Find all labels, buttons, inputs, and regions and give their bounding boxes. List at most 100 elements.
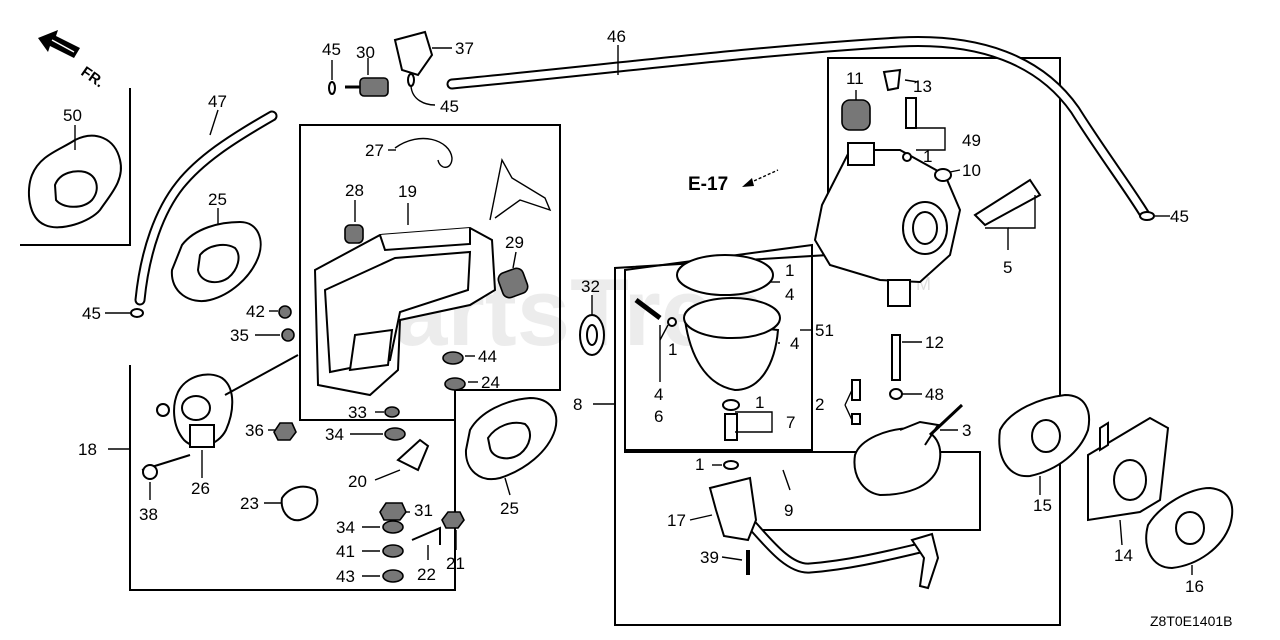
callout-23: 23 [240, 494, 259, 513]
callout-3: 3 [962, 421, 971, 440]
callout-1: 1 [923, 147, 932, 166]
callout-2: 2 [815, 395, 824, 414]
clips-45 [130, 73, 1155, 318]
callout-14: 14 [1114, 546, 1133, 565]
drain-tube-9 [746, 519, 940, 590]
o-ring-1-jet [667, 317, 677, 327]
callout-12: 12 [925, 333, 944, 352]
callout-1: 1 [755, 393, 764, 412]
o-ring-1-top [902, 152, 912, 162]
float-chamber-frame [624, 243, 813, 451]
callout-8: 8 [573, 395, 582, 414]
callout-labels: 45 30 37 45 46 47 50 25 45 27 28 19 29 3… [63, 27, 1204, 596]
callout-49: 49 [962, 131, 981, 150]
callout-34: 34 [336, 518, 355, 537]
washer-24 [444, 377, 466, 391]
fuel-cock-26 [156, 354, 299, 448]
callout-24: 24 [481, 373, 500, 392]
needle-2 [851, 379, 861, 401]
callout-39: 39 [700, 548, 719, 567]
cap-11 [841, 99, 871, 131]
gasket-25-mid [464, 396, 558, 481]
nut-21 [441, 511, 465, 529]
screws-and-jets [634, 68, 1042, 575]
callout-18: 18 [78, 440, 97, 459]
reference-label-e17: E-17 [688, 174, 728, 195]
screw-10 [934, 168, 952, 182]
insulator-14 [1087, 416, 1170, 522]
gasket-15 [998, 393, 1090, 478]
callout-45: 45 [82, 304, 101, 323]
callout-36: 36 [245, 421, 264, 440]
washer-44 [442, 351, 464, 365]
callout-47: 47 [208, 92, 227, 111]
callout-26: 26 [191, 479, 210, 498]
callout-45: 45 [440, 97, 459, 116]
callout-10: 10 [962, 161, 981, 180]
callout-48: 48 [925, 385, 944, 404]
fuel-tube-46 [446, 36, 1151, 221]
fuel-tube-47 [134, 110, 278, 306]
callout-45: 45 [1170, 207, 1189, 226]
callout-16: 16 [1185, 577, 1204, 596]
grommet-28 [344, 224, 364, 244]
float-chamber-4 [676, 254, 781, 392]
callout-21: 21 [446, 554, 465, 573]
washer-1 [723, 460, 739, 470]
callout-51: 51 [815, 321, 834, 340]
callout-29: 29 [505, 233, 524, 252]
callout-35: 35 [230, 326, 249, 345]
drawing-code: Z8T0E1401B [1150, 613, 1233, 629]
spring-22 [411, 526, 441, 545]
nut-31 [379, 502, 407, 521]
callout-43: 43 [336, 567, 355, 586]
float-3 [853, 403, 964, 497]
callout-15: 15 [1033, 496, 1052, 515]
washer-33 [384, 406, 400, 418]
lever-23 [280, 485, 319, 522]
screw-6 [634, 298, 662, 320]
callout-1: 1 [668, 340, 677, 359]
lower-left-frame [129, 365, 456, 591]
washer-34a [384, 427, 406, 441]
callout-19: 19 [398, 182, 417, 201]
callout-30: 30 [356, 43, 375, 62]
callout-7: 7 [786, 413, 795, 432]
e17-reference-arrow-icon [742, 169, 779, 187]
choke-rod-27 [394, 137, 552, 221]
callout-6: 6 [654, 407, 663, 426]
callout-37: 37 [455, 39, 474, 58]
fuel-joint-30 [345, 77, 389, 97]
front-orientation-arrow-icon [38, 30, 80, 58]
callout-1: 1 [695, 455, 704, 474]
washer-41 [382, 544, 404, 558]
air-cleaner-case-19 [313, 226, 497, 397]
orientation-label: FR. [78, 63, 108, 91]
callout-22: 22 [417, 565, 436, 584]
washer-43 [382, 569, 404, 583]
choke-lever-20 [396, 438, 430, 472]
callout-50: 50 [63, 106, 82, 125]
callout-45: 45 [322, 40, 341, 59]
drain-screw-7 [724, 413, 738, 441]
callout-32: 32 [581, 277, 600, 296]
callout-41: 41 [336, 542, 355, 561]
pilot-screw-49 [905, 97, 917, 129]
callout-4: 4 [785, 285, 794, 304]
callout-9: 9 [784, 501, 793, 520]
callout-1: 1 [785, 261, 794, 280]
callout-11: 11 [846, 69, 864, 88]
callout-46: 46 [607, 27, 626, 46]
screw-38 [141, 454, 191, 480]
leader-lines [74, 45, 1193, 577]
holder-13 [882, 68, 902, 92]
callout-5: 5 [1003, 258, 1012, 277]
callout-44: 44 [478, 347, 497, 366]
jet-48 [889, 388, 903, 400]
callout-20: 20 [348, 472, 367, 491]
gasket-50 [27, 134, 122, 229]
carburetor-body [813, 142, 962, 307]
nut-42 [278, 305, 292, 319]
fuel-cup-17 [708, 476, 758, 542]
